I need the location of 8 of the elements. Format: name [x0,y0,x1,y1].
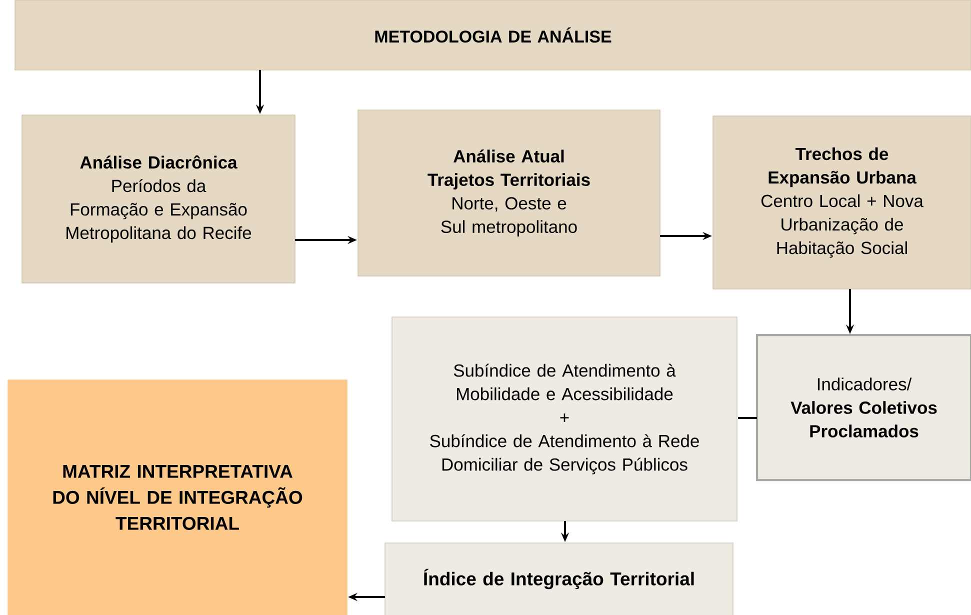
index-box: Subíndice de Atendimento à Mobilidade e Acessibilidade + Subíndice de Atendimento à Rede Domiciliar de Serviços Públicos [392,316,738,522]
process-box: Trechos de Expansão Urbana Centro Local + Nova Urbanização de Habitação Social [712,116,971,290]
result-box: MATRIZ INTERPRETATIVA DO NÍVEL DE INTEGRAÇÃO TERRITORIAL [8,380,348,615]
indicator-box: Indicadores/ Valores Coletivos Proclamados [756,334,971,482]
index-box: Índice de Integração Territorial [384,542,734,615]
process-box: Análise Diacrônica Períodos da Formação e Expansão Metropolitana do Recife [22,114,296,284]
heading-box: METODOLOGIA DE ANÁLISE [14,0,971,70]
process-box: Análise Atual Trajetos Territoriais Norte, Oeste e Sul metropolitano [358,110,660,276]
